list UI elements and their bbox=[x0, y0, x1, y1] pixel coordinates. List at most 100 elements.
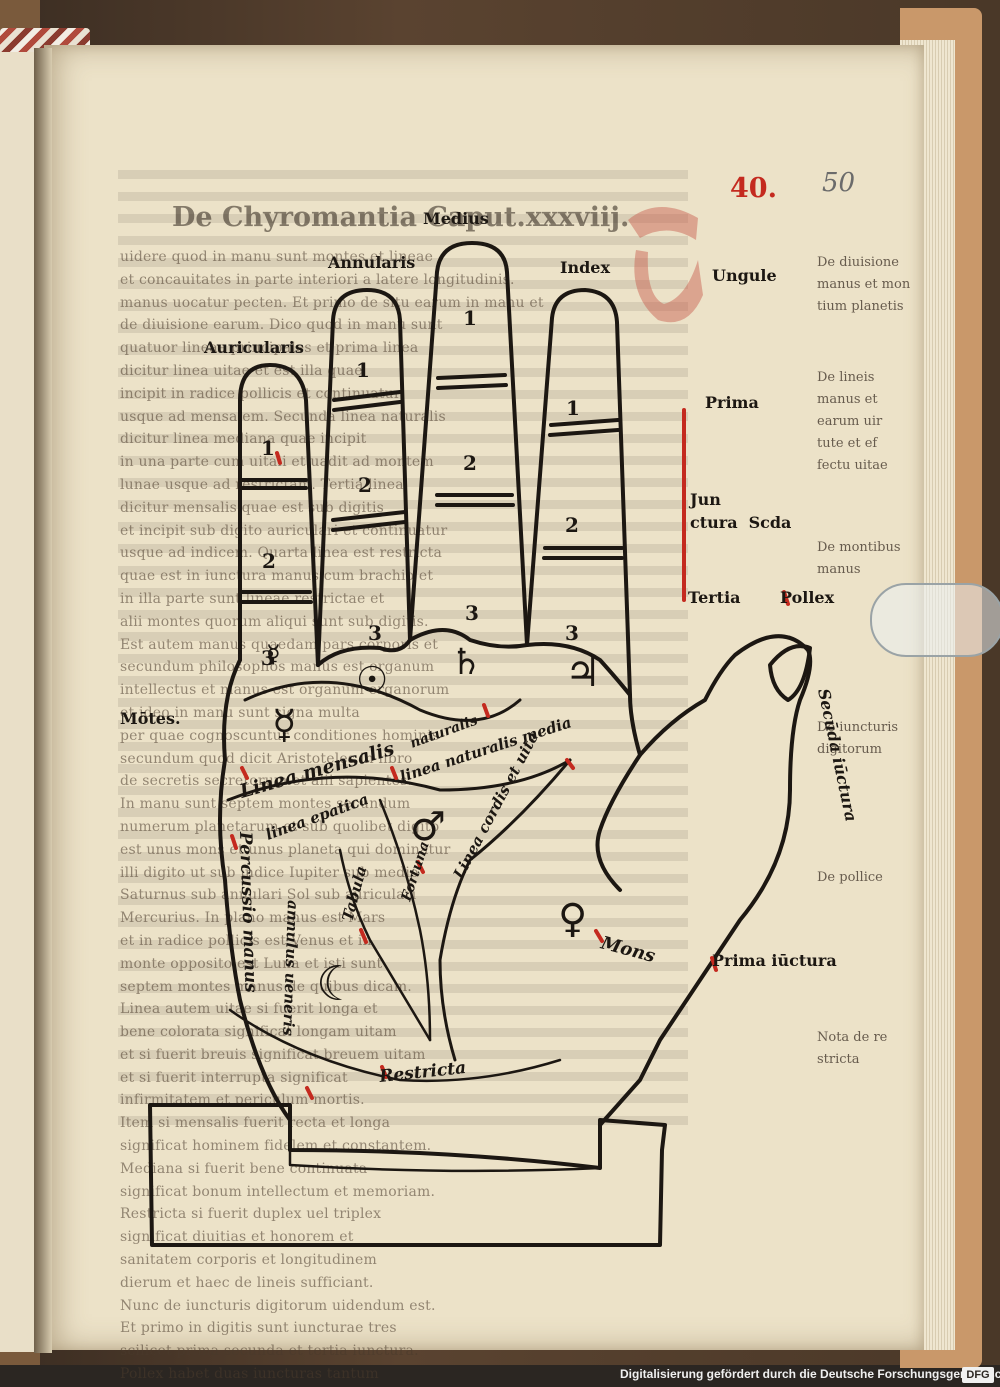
folio-number: 40. bbox=[730, 173, 777, 204]
page-gutter bbox=[34, 48, 52, 1353]
margin-note: De lineis bbox=[817, 370, 875, 385]
label-pollex: Pollex bbox=[780, 588, 835, 607]
mars-icon: ♂ bbox=[410, 804, 446, 850]
life-line bbox=[438, 758, 572, 1062]
label-percussio: Percussio manus bbox=[235, 830, 261, 993]
margin-note: De pollice bbox=[817, 870, 883, 885]
body-text-line: quatuor lineae principales et prima line… bbox=[120, 340, 419, 357]
chapter-heading: De Chyromantia Caput.xxxviij. bbox=[172, 202, 630, 233]
label-index: Index bbox=[560, 258, 611, 277]
finger-number: 2 bbox=[358, 473, 372, 497]
wrist-band bbox=[148, 1103, 667, 1247]
body-text-line: Linea autem uitae si fuerit longa et bbox=[120, 1001, 378, 1018]
label-annularis: Annularis bbox=[328, 253, 416, 272]
middle-finger-outline bbox=[408, 241, 529, 647]
body-text-line: lunae usque ad restrictam. Tertia linea bbox=[120, 476, 404, 493]
body-text-line: dierum et haec de lineis sufficiant. bbox=[120, 1274, 374, 1291]
finger-number: 3 bbox=[565, 621, 579, 645]
label-linea-epatica: linea epatica bbox=[263, 790, 371, 844]
index-finger-outline bbox=[525, 288, 632, 697]
finger-number: 1 bbox=[261, 436, 275, 460]
label-tertia: Tertia bbox=[688, 588, 741, 607]
body-text-line: in illa parte sunt lineae restrictae et bbox=[120, 590, 385, 607]
margin-note: tute et ef bbox=[817, 436, 878, 451]
finger-number: 1 bbox=[463, 306, 477, 330]
margin-note: manus et bbox=[817, 392, 878, 407]
label-secunda-iunctura: Secūda iūctura bbox=[814, 687, 861, 824]
venus-icon: ♀ bbox=[558, 896, 587, 942]
finger-number: 3 bbox=[465, 601, 479, 625]
body-text-line: scilicet prima secunda et tertia iunctur… bbox=[120, 1343, 419, 1360]
digitization-credit: Digitalisierung gefördert durch die Deut… bbox=[620, 1367, 1000, 1381]
margin-note: digitorum bbox=[817, 742, 882, 757]
body-text-line: Nunc de iuncturis digitorum uidendum est… bbox=[120, 1297, 436, 1314]
margin-note: De montibus bbox=[817, 540, 901, 555]
jupiter-icon: ♃ bbox=[565, 650, 601, 696]
previous-page-edge bbox=[0, 52, 40, 1352]
body-text-line: manus uocatur pecten. Et primo de situ e… bbox=[120, 294, 544, 311]
finger-number: 1 bbox=[356, 358, 370, 382]
decorated-initial bbox=[628, 206, 703, 323]
body-text-line: secundum quod dicit Aristoteles in libro bbox=[120, 750, 413, 767]
moon-icon: ☾ bbox=[316, 956, 359, 1012]
ring-finger-outline bbox=[316, 288, 412, 667]
body-text-line: dicitur linea uitae et est illa quae bbox=[120, 362, 363, 379]
finger-number: 2 bbox=[565, 513, 579, 537]
body-text-line: Mercurius. In plano manus est Mars bbox=[120, 910, 386, 927]
body-text-line: In manu sunt septem montes secundum bbox=[120, 796, 411, 813]
body-text-line: et si fuerit interrupta significat bbox=[120, 1069, 348, 1086]
body-text-line: numerum planetarum et sub quolibet digit… bbox=[120, 818, 440, 835]
body-text-line: de diuisione earum. Dico quod in manu su… bbox=[120, 317, 443, 334]
body-text-line: septem montes manus de quibus dicam. bbox=[120, 978, 412, 995]
label-mons: Mons bbox=[598, 932, 658, 967]
little-finger-outline bbox=[238, 363, 320, 667]
label-medius: Medius bbox=[423, 209, 489, 228]
body-text-line: significat bonum intellectum et memoriam… bbox=[120, 1183, 436, 1200]
mercury-icon: ☿ bbox=[266, 640, 281, 668]
label-prima-iunctura: Prima iūctura bbox=[712, 951, 837, 970]
book-page bbox=[44, 45, 924, 1350]
label-fortuna: Fortuna bbox=[398, 840, 433, 905]
body-text-line: et concauitates in parte interiori a lat… bbox=[120, 271, 515, 288]
margin-note: De iuncturis bbox=[817, 720, 899, 735]
body-text-line: bene colorata significat longam uitam bbox=[120, 1024, 397, 1041]
margin-note: stricta bbox=[817, 1052, 860, 1067]
body-text-line: dicitur mensalis quae est sub digitis bbox=[120, 499, 385, 516]
thumb-nail bbox=[768, 644, 812, 702]
finger-number: 3 bbox=[368, 621, 382, 645]
sun-icon: ☉ bbox=[356, 660, 388, 701]
dfg-logo: DFG bbox=[962, 1367, 994, 1383]
margin-note: earum uir bbox=[817, 414, 883, 429]
margin-note: fectu uitae bbox=[817, 458, 888, 473]
finger-number: 1 bbox=[566, 396, 580, 420]
label-prima: Prima bbox=[705, 393, 759, 412]
label-annulus: annulus ueneris bbox=[279, 900, 302, 1037]
body-text-line: dicitur linea mediana quae incipit bbox=[120, 431, 367, 448]
margin-note: Nota de re bbox=[817, 1030, 888, 1045]
body-text-line: Restricta si fuerit duplex uel triplex bbox=[120, 1206, 382, 1223]
pencil-page-number: 50 bbox=[822, 168, 856, 198]
body-text-line: monte opposito est Luna et isti sunt bbox=[120, 955, 383, 972]
finger-number: 3 bbox=[261, 646, 275, 670]
page-clip bbox=[870, 583, 1000, 657]
body-text-line: est unus mons et unus planeta qui domina… bbox=[120, 841, 451, 858]
finger-number: 2 bbox=[463, 451, 477, 475]
label-auricularis: Auricularis bbox=[204, 338, 304, 357]
label-restricta: Restricta bbox=[377, 1058, 467, 1087]
body-text-line: uidere quod in manu sunt montes et linea… bbox=[120, 249, 434, 265]
body-text-line: Et primo in digitis sunt iuncturae tres bbox=[120, 1320, 397, 1337]
body-text-line: Saturnus sub annulari Sol sub auriculari bbox=[120, 887, 417, 904]
label-tabula: Tabula bbox=[338, 864, 370, 923]
margin-note: tium planetis bbox=[817, 299, 904, 314]
mercury-icon: ☿ bbox=[272, 702, 297, 748]
body-text-line: et si fuerit breuis significat breuem ui… bbox=[120, 1046, 426, 1063]
body-text-line: quae est in iunctura manus cum brachio e… bbox=[120, 568, 434, 585]
body-text-line: Pollex habet duas iuncturas tantum bbox=[120, 1366, 379, 1383]
body-text-line: per quae cognoscuntur conditiones homini… bbox=[120, 727, 440, 744]
label-secunda-text: Scda bbox=[748, 513, 792, 532]
body-text-line: significat diuitias et honorem et bbox=[120, 1229, 354, 1246]
label-linea-mensalis: Linea mensalis bbox=[236, 738, 397, 803]
